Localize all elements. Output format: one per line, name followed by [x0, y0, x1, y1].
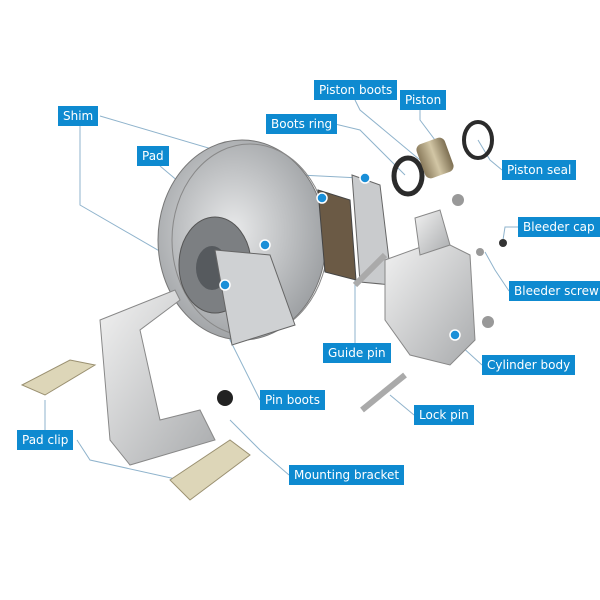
pin-boot: [217, 390, 233, 406]
shim-inner: [214, 249, 296, 346]
label-piston-boots: Piston boots: [314, 80, 398, 100]
pad-clip-lower: [169, 439, 251, 501]
label-cylinder-body: Cylinder body: [482, 355, 576, 375]
cylinder-body: [384, 239, 476, 366]
pad-outer: [317, 189, 357, 281]
label-lock-pin: Lock pin: [414, 405, 474, 425]
piston-seal-ring: [462, 120, 494, 160]
label-pin-boots: Pin boots: [260, 390, 325, 410]
label-pad: Pad: [137, 146, 169, 166]
label-piston: Piston: [400, 90, 447, 110]
label-mounting-bracket: Mounting bracket: [289, 465, 405, 485]
label-guide-pin: Guide pin: [323, 343, 391, 363]
piston: [416, 137, 454, 179]
label-piston-seal: Piston seal: [502, 160, 577, 180]
marker-dots: [219, 172, 461, 341]
lock-pin: [360, 372, 407, 413]
label-bleeder-cap: Bleeder cap: [518, 217, 600, 237]
label-pad-clip: Pad clip: [17, 430, 74, 450]
label-shim: Shim: [58, 106, 99, 126]
pad-clip-upper: [20, 359, 97, 396]
mounting-bracket: [99, 289, 216, 466]
label-boots-ring: Boots ring: [266, 114, 338, 134]
label-bleeder-screw: Bleeder screw: [509, 281, 600, 301]
guide-pin: [352, 252, 388, 288]
boots-ring: [391, 155, 425, 197]
